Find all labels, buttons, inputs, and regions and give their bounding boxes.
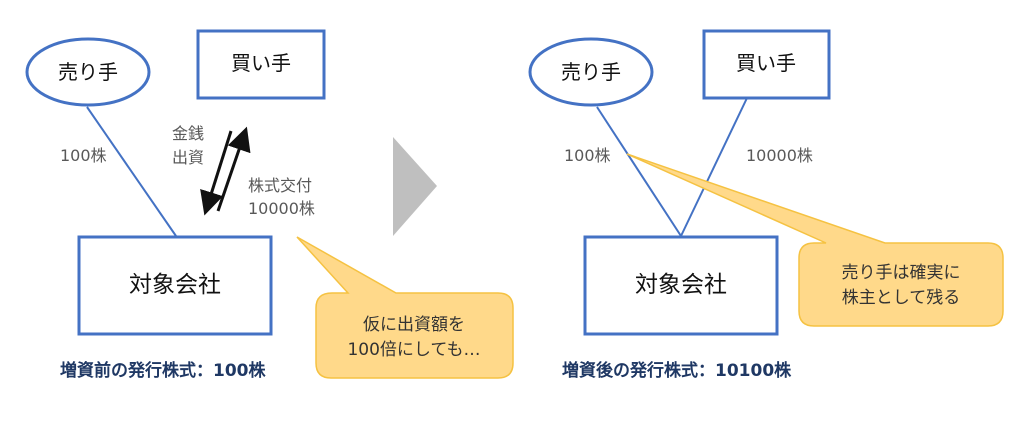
company-label: 対象会社 bbox=[129, 272, 221, 298]
before-panel: 売り手 買い手 対象会社 100株 金銭 出資 株式交付 10000株 仮に出資… bbox=[25, 29, 514, 381]
buyer-label: 買い手 bbox=[736, 51, 796, 75]
callout-text-1: 売り手は確実に bbox=[842, 263, 961, 283]
seller-company-link bbox=[86, 106, 177, 237]
buyer-shares-label: 10000株 bbox=[746, 146, 813, 165]
buyer-label: 買い手 bbox=[231, 51, 291, 75]
callout-text-2: 株主として残る bbox=[842, 288, 961, 308]
buyer-company-link bbox=[680, 97, 748, 237]
seller-label: 売り手 bbox=[58, 60, 118, 84]
next-arrow-icon bbox=[393, 137, 437, 236]
shares-arrow-icon bbox=[216, 126, 251, 212]
buyer-box bbox=[196, 29, 326, 100]
issue-label-1: 株式交付 bbox=[248, 176, 312, 195]
seller-shares-label: 100株 bbox=[60, 146, 107, 165]
company-box bbox=[77, 235, 273, 336]
company-label: 対象会社 bbox=[635, 272, 727, 298]
after-panel: 売り手 買い手 対象会社 100株 10000株 売り手は確実に 株主として残る… bbox=[528, 29, 1004, 381]
caption-after: 増資後の発行株式：10100株 bbox=[562, 360, 792, 381]
seller-ellipse bbox=[25, 37, 151, 107]
callout-text-1: 仮に出資額を bbox=[363, 315, 465, 335]
callout-hypothesis bbox=[296, 236, 514, 379]
money-label-1: 金銭 bbox=[172, 124, 204, 143]
seller-company-link bbox=[596, 106, 682, 237]
caption-before: 増資前の発行株式：100株 bbox=[60, 360, 266, 381]
seller-label: 売り手 bbox=[561, 60, 621, 84]
issue-label-2: 10000株 bbox=[248, 199, 315, 218]
seller-ellipse bbox=[528, 37, 654, 107]
money-label-2: 出資 bbox=[172, 148, 204, 167]
callout-text-2: 100倍にしても… bbox=[347, 340, 480, 360]
company-box bbox=[583, 235, 779, 336]
money-arrow-icon bbox=[200, 130, 233, 216]
buyer-box bbox=[702, 29, 831, 100]
callout-conclusion bbox=[626, 153, 1004, 327]
seller-shares-label: 100株 bbox=[564, 146, 611, 165]
